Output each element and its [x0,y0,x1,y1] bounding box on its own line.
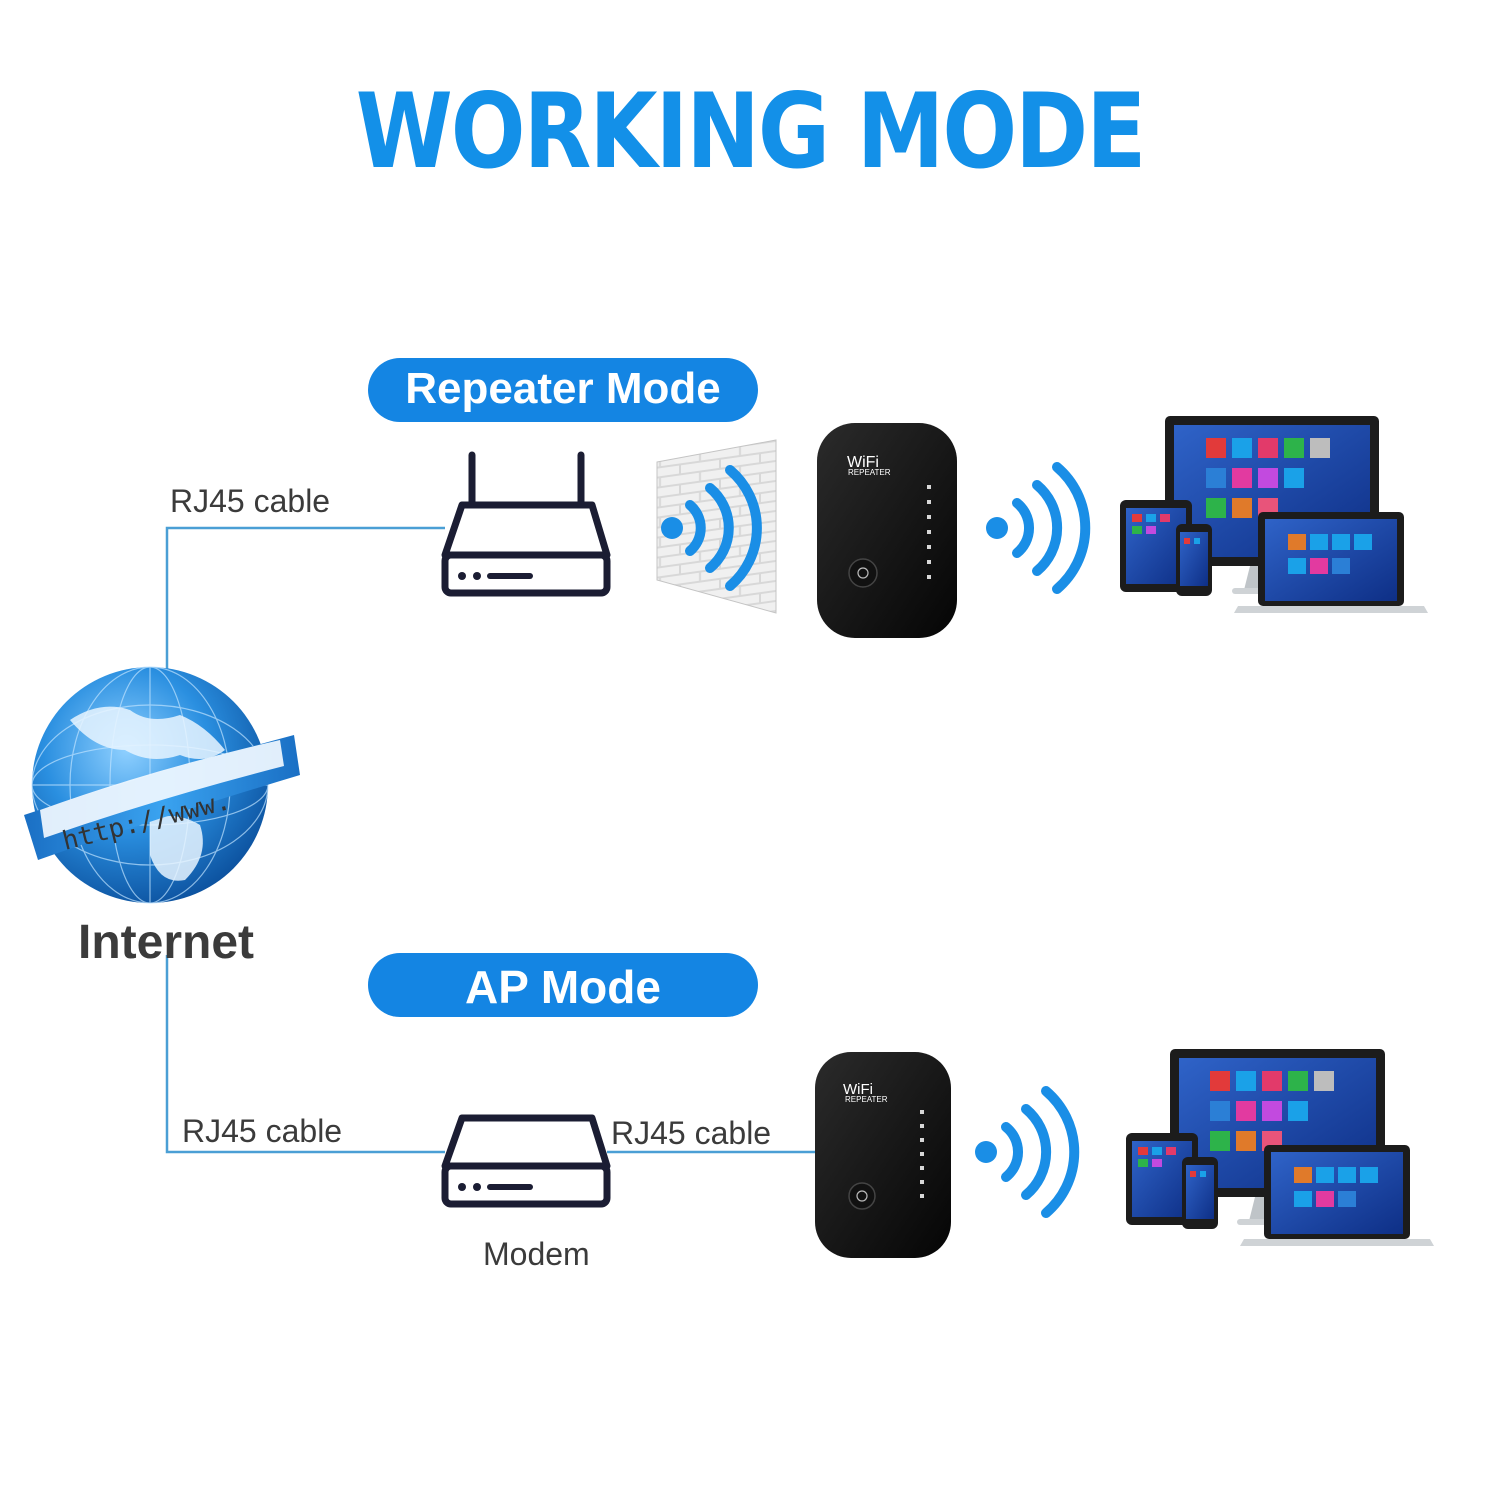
rj45-cable-label-repeater: RJ45 cable [170,483,331,519]
internet-label: Internet [78,916,255,969]
device-model-text-ap: REPEATER [845,1095,888,1104]
modem-label: Modem [483,1236,590,1272]
cable-line-ap-left [165,955,445,1154]
page-title: WORKING MODE [355,70,1147,192]
device-brand-text-ap: WiFi [843,1081,873,1098]
cable-line-repeater [165,526,445,672]
rj45-cable-label-ap-left: RJ45 cable [182,1113,343,1149]
repeater-mode-badge: Repeater Mode [368,358,758,422]
rj45-cable-label-ap-right: RJ45 cable [611,1115,772,1151]
ap-mode-badge: AP Mode [368,953,758,1017]
device-brand-text: WiFi [847,454,879,471]
device-model-text: REPEATER [848,468,891,477]
